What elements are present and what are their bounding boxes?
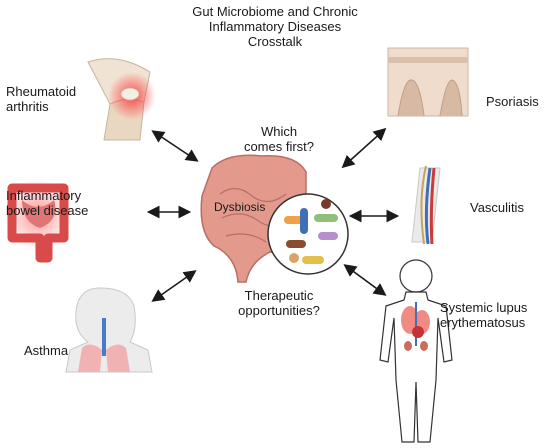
label-ibd-line-2: bowel disease [6,203,89,218]
label-sle-line-2: erythematosus [440,315,526,330]
question-top-line-1: Which [260,124,298,139]
label-ibd-line-1: Inflammatory [6,188,82,203]
microbiota-magnifier [267,193,349,275]
question-top-line-2: comes first? [243,139,315,154]
label-psoriasis: Psoriasis [486,94,539,109]
question-which-comes-first: Which comes first? [224,124,334,154]
label-rheumatoid-line-2: arthritis [6,99,49,114]
title-line-3: Crosstalk [247,34,303,49]
label-asthma: Asthma [24,343,69,358]
question-bottom-line-1: Therapeutic [244,288,314,303]
diagram-title: Gut Microbiome and Chronic Inflammatory … [180,4,370,49]
question-bottom-line-2: opportunities? [238,303,320,318]
question-therapeutic-opportunities: Therapeutic opportunities? [224,288,334,318]
arrow-asthma [151,270,197,302]
respiratory-system-illustration [65,287,153,373]
arrow-rheumatoid [151,130,199,162]
label-sle-line-1: Systemic lupus [440,300,528,315]
connection-arrows [146,127,400,302]
blood-vessel-illustration [411,165,441,245]
title-line-2: Inflammatory Diseases [208,19,342,34]
label-ibd: Inflammatory bowel disease [6,188,88,218]
arrow-sle [343,264,387,296]
skin-cross-section-illustration [387,47,469,117]
label-rheumatoid-arthritis: Rheumatoid arthritis [6,84,76,114]
human-body-illustration [379,259,453,443]
arrow-psoriasis [341,127,387,169]
label-rheumatoid-line-1: Rheumatoid [6,84,77,99]
title-line-1: Gut Microbiome and Chronic [192,4,358,19]
knee-joint-illustration [87,58,156,141]
label-vasculitis: Vasculitis [470,200,524,215]
label-sle: Systemic lupus erythematosus [440,300,527,330]
label-dysbiosis: Dysbiosis [214,200,266,214]
inflamed-colon-illustration [4,179,72,263]
